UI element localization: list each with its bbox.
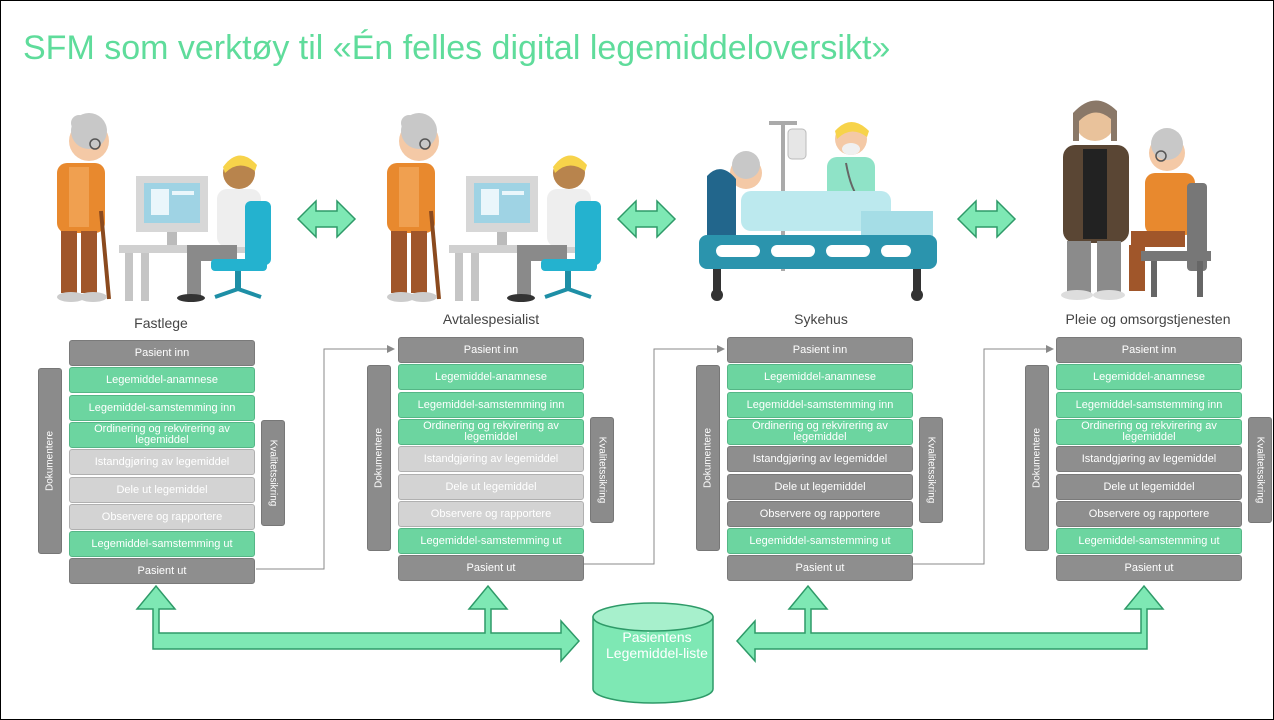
medication-list-label: Pasientens Legemiddel-liste (606, 629, 708, 661)
specialist-step-3: Legemiddel-samstemming inn (398, 392, 584, 418)
specialist-document-label: Dokumentere (373, 427, 385, 489)
specialist-step-1: Pasient inn (398, 337, 584, 363)
specialist-step-2: Legemiddel-anamnese (398, 364, 584, 390)
specialist-step-8: Legemiddel-samstemming ut (398, 528, 584, 554)
care-step-9: Pasient ut (1056, 555, 1242, 581)
gp-step-1: Pasient inn (69, 340, 255, 366)
specialist-quality-bar: Kvalitetssikring (590, 417, 614, 523)
gp-office-illustration (57, 113, 271, 302)
care-step-3: Legemiddel-samstemming inn (1056, 392, 1242, 418)
care-step-8: Legemiddel-samstemming ut (1056, 528, 1242, 554)
hospital-document-label: Dokumentere (702, 427, 714, 489)
gp-document-label: Dokumentere (44, 430, 56, 492)
hospital-quality-bar: Kvalitetssikring (919, 417, 943, 523)
care-document-label: Dokumentere (1031, 427, 1043, 489)
flow-connector-3 (913, 345, 1054, 565)
care-document-bar: Dokumentere (1025, 365, 1049, 551)
care-step-1: Pasient inn (1056, 337, 1242, 363)
gp-step-5: Istandgjøring av legemiddel (69, 449, 255, 475)
hospital-quality-label: Kvalitetssikring (925, 436, 937, 504)
care-services-illustration (1061, 100, 1211, 300)
gp-step-8: Legemiddel-samstemming ut (69, 531, 255, 557)
specialist-step-5: Istandgjøring av legemiddel (398, 446, 584, 472)
gp-quality-bar: Kvalitetssikring (261, 420, 285, 526)
hospital-step-7: Observere og rapportere (727, 501, 913, 527)
care-step-4: Ordinering og rekvirering av legemiddel (1056, 419, 1242, 445)
medication-list-database (592, 602, 714, 704)
hospital-step-5: Istandgjøring av legemiddel (727, 446, 913, 472)
flow-connector-2 (584, 345, 725, 565)
gp-step-2: Legemiddel-anamnese (69, 367, 255, 393)
hospital-step-3: Legemiddel-samstemming inn (727, 392, 913, 418)
gp-step-7: Observere og rapportere (69, 504, 255, 530)
care-step-7: Observere og rapportere (1056, 501, 1242, 527)
gp-section-label: Fastlege (134, 315, 188, 331)
specialist-section-label: Avtalespesialist (442, 311, 540, 327)
exchange-arrow-2 (616, 199, 677, 239)
gp-quality-label: Kvalitetssikring (267, 439, 279, 507)
specialist-step-4: Ordinering og rekvirering av legemiddel (398, 419, 584, 445)
flow-connector-1 (256, 345, 395, 570)
hospital-step-9: Pasient ut (727, 555, 913, 581)
data-exchange-arrows (135, 584, 1165, 663)
hospital-step-4: Ordinering og rekvirering av legemiddel (727, 419, 913, 445)
slide-title: SFM som verktøy til «Én felles digital l… (23, 29, 891, 67)
gp-step-6: Dele ut legemiddel (69, 477, 255, 503)
hospital-step-8: Legemiddel-samstemming ut (727, 528, 913, 554)
specialist-step-6: Dele ut legemiddel (398, 474, 584, 500)
exchange-arrow-3 (956, 199, 1017, 239)
gp-document-bar: Dokumentere (38, 368, 62, 554)
hospital-step-1: Pasient inn (727, 337, 913, 363)
care-quality-bar: Kvalitetssikring (1248, 417, 1272, 523)
hospital-step-6: Dele ut legemiddel (727, 474, 913, 500)
hospital-illustration (699, 121, 937, 301)
care-step-2: Legemiddel-anamnese (1056, 364, 1242, 390)
care-quality-label: Kvalitetssikring (1254, 436, 1266, 504)
specialist-office-illustration (387, 113, 601, 302)
hospital-step-2: Legemiddel-anamnese (727, 364, 913, 390)
care-step-5: Istandgjøring av legemiddel (1056, 446, 1242, 472)
gp-step-9: Pasient ut (69, 558, 255, 584)
exchange-arrow-1 (296, 199, 357, 239)
hospital-document-bar: Dokumentere (696, 365, 720, 551)
care-step-6: Dele ut legemiddel (1056, 474, 1242, 500)
specialist-step-7: Observere og rapportere (398, 501, 584, 527)
specialist-document-bar: Dokumentere (367, 365, 391, 551)
gp-step-4: Ordinering og rekvirering av legemiddel (69, 422, 255, 448)
gp-step-3: Legemiddel-samstemming inn (69, 395, 255, 421)
care-section-label: Pleie og omsorgstjenesten (1065, 311, 1231, 327)
hospital-section-label: Sykehus (794, 311, 848, 327)
specialist-quality-label: Kvalitetssikring (596, 436, 608, 504)
specialist-step-9: Pasient ut (398, 555, 584, 581)
